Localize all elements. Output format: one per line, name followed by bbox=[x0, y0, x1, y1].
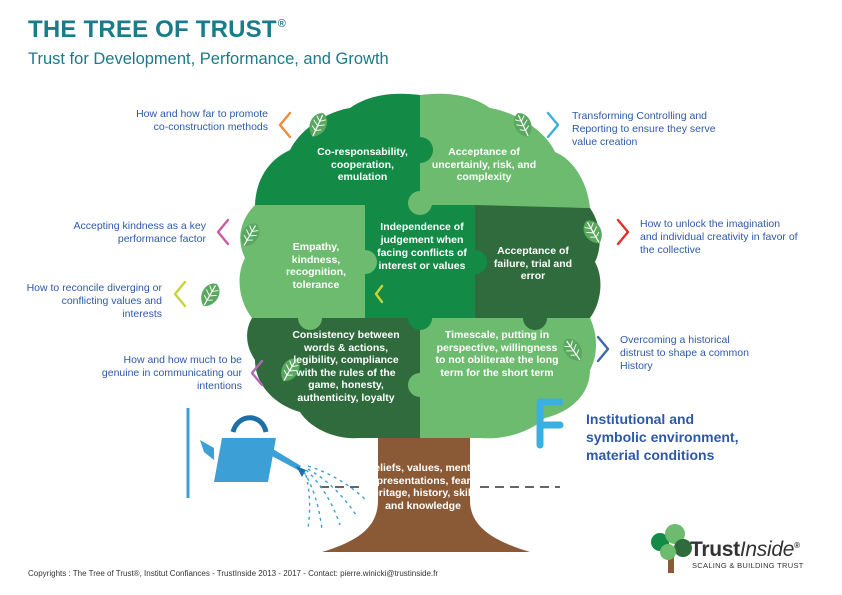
logo-tagline: SCALING & BUILDING TRUST bbox=[692, 561, 804, 570]
canopy-bottom-right bbox=[420, 318, 596, 439]
note-controlling: Transforming Controlling and Reporting t… bbox=[572, 110, 716, 148]
leaf-icon bbox=[195, 279, 225, 311]
environment-arrows-icon bbox=[536, 398, 564, 449]
puzzle-knobs bbox=[298, 137, 547, 397]
logo-name: TrustInside® bbox=[690, 538, 800, 561]
note-reconcile-values: How to reconcile diverging or conflictin… bbox=[26, 282, 162, 320]
chevron-left-icon bbox=[374, 284, 384, 304]
canopy-top-left bbox=[255, 93, 420, 205]
tree-mid-left-text: Empathy, kindness, recognition, toleranc… bbox=[285, 241, 347, 291]
chevron-left-icon bbox=[173, 280, 187, 308]
tree-trunk-text: Beliefs, values, mental representations,… bbox=[366, 462, 480, 512]
note-kindness: Accepting kindness as a key performance … bbox=[73, 220, 207, 245]
note-genuine: How and how much to be genuine in commun… bbox=[101, 354, 242, 392]
canopy-mid-left bbox=[239, 205, 365, 318]
trustinside-logo-icon bbox=[651, 524, 692, 573]
chevron-left-icon bbox=[216, 218, 230, 246]
tree-bottom-left-text: Consistency between words & actions, leg… bbox=[292, 329, 400, 404]
canopy-mid-right bbox=[475, 205, 601, 318]
canopy-bottom-left bbox=[247, 318, 420, 439]
registered-mark: ® bbox=[277, 18, 287, 30]
tree-mid-right-text: Acceptance of failure, trial and error bbox=[493, 245, 573, 282]
chevron-right-icon bbox=[616, 218, 630, 246]
watering-can-icon bbox=[186, 408, 367, 531]
page-title: THE TREE OF TRUST® bbox=[28, 16, 287, 43]
environment-label: Institutional and symbolic environment, … bbox=[586, 411, 739, 463]
canopy-mid-center bbox=[365, 205, 475, 318]
page-subtitle: Trust for Development, Performance, and … bbox=[28, 50, 389, 68]
chevron-right-icon bbox=[596, 335, 610, 363]
chevron-left-icon bbox=[278, 111, 292, 139]
note-co-construction: How and how far to promote co-constructi… bbox=[136, 108, 268, 133]
tree-bottom-right-text: Timescale, putting in perspective, willi… bbox=[435, 329, 559, 379]
tree-trunk bbox=[322, 430, 530, 552]
chevron-left-icon bbox=[250, 359, 264, 387]
copyright-text: Copyrights : The Tree of Trust®, Institu… bbox=[28, 569, 439, 578]
tree-top-left-text: Co-responsability, cooperation, emulatio… bbox=[317, 146, 408, 183]
note-history: Overcoming a historical distrust to shap… bbox=[620, 334, 749, 372]
canopy-top-right bbox=[420, 93, 590, 208]
chevron-right-icon bbox=[546, 111, 560, 139]
tree-top-right-text: Acceptance of uncertainly, risk, and com… bbox=[431, 146, 537, 183]
note-imagination: How to unlock the imagination and indivi… bbox=[640, 218, 798, 256]
tree-mid-center-text: Independence of judgement when facing co… bbox=[377, 221, 467, 272]
